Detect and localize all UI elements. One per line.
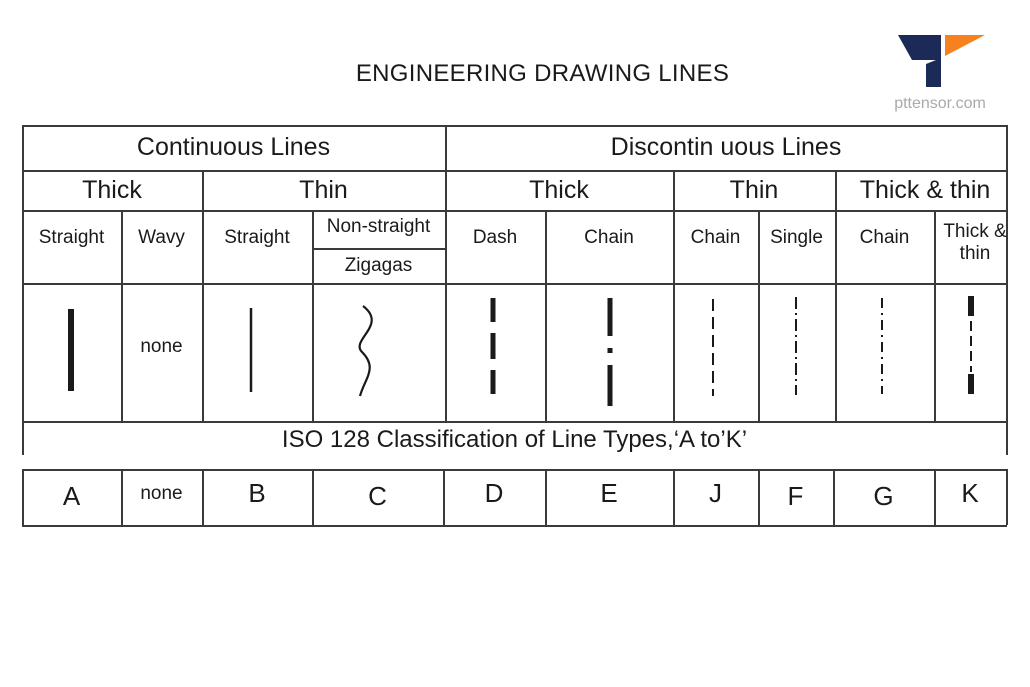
group-discontinuous-lines: Discontin uous Lines: [610, 133, 842, 162]
iso-letter-none: none: [140, 483, 183, 505]
classification-caption: ISO 128 Classification of Line Types,‘A …: [281, 426, 748, 454]
type-straight-thin: Straight: [224, 226, 290, 248]
type-thick-and-thin: Thick & thin: [943, 220, 1007, 264]
iso-letter-b: B: [248, 478, 266, 509]
iso-letter-a: A: [62, 481, 81, 512]
type-dash: Dash: [472, 226, 518, 248]
iso-letter-k: K: [961, 478, 979, 509]
iso-letter-g: G: [873, 481, 894, 512]
type-zigzag: Zigagas: [344, 254, 413, 276]
subgroup-thick-and-thin: Thick & thin: [859, 175, 991, 204]
type-chain-thick: Chain: [584, 226, 634, 248]
wavy-sample-none: none: [140, 336, 183, 358]
iso-letter-e: E: [600, 478, 618, 509]
subgroup-continuous-thick: Thick: [82, 175, 142, 204]
sample-c-wavy: [358, 305, 373, 397]
type-chain-thin: Chain: [690, 226, 741, 248]
type-wavy: Wavy: [138, 226, 185, 248]
iso-letter-j: J: [709, 478, 722, 509]
type-straight-thick: Straight: [38, 226, 105, 248]
logo-mark: [898, 35, 985, 87]
iso-letter-f: F: [787, 481, 804, 512]
iso-letter-d: D: [484, 478, 504, 509]
type-non-straight: Non-straight: [326, 216, 431, 238]
type-chain-thick-thin: Chain: [859, 226, 910, 248]
iso-letter-c: C: [368, 481, 387, 512]
subgroup-discontinuous-thin: Thin: [729, 175, 779, 204]
subgroup-continuous-thin: Thin: [299, 175, 348, 204]
group-continuous-lines: Continuous Lines: [136, 133, 331, 162]
logo-text: pttensor.com: [894, 94, 986, 112]
page-title: ENGINEERING DRAWING LINES: [355, 60, 730, 87]
subgroup-discontinuous-thick: Thick: [529, 175, 589, 204]
type-single: Single: [770, 226, 823, 248]
